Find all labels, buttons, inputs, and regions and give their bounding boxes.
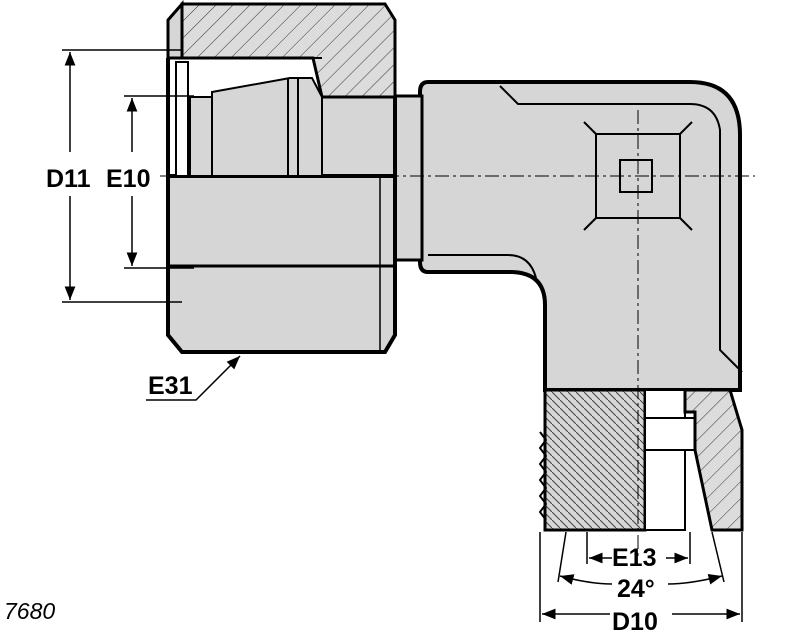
drawing-number: 7680 — [4, 598, 55, 624]
elbow-body — [418, 80, 743, 392]
dimension-e13: E13 — [586, 532, 691, 572]
cutting-ring — [172, 57, 323, 177]
label-d10: D10 — [612, 608, 658, 636]
label-d11: D11 — [46, 165, 91, 193]
label-e13: E13 — [612, 544, 656, 572]
dimension-e10: E10 — [106, 95, 194, 269]
label-angle: 24° — [617, 575, 655, 603]
threaded-stud — [538, 388, 744, 532]
centre-lines — [160, 110, 755, 560]
label-e10: E10 — [106, 165, 150, 193]
dimension-d10: D10 — [539, 532, 743, 636]
label-e31: E31 — [148, 372, 193, 400]
dimension-angle: 24° — [557, 531, 725, 603]
leader-e31: E31 — [146, 355, 241, 401]
swivel-nut — [166, 0, 397, 354]
dimension-d11: D11 — [46, 49, 182, 303]
